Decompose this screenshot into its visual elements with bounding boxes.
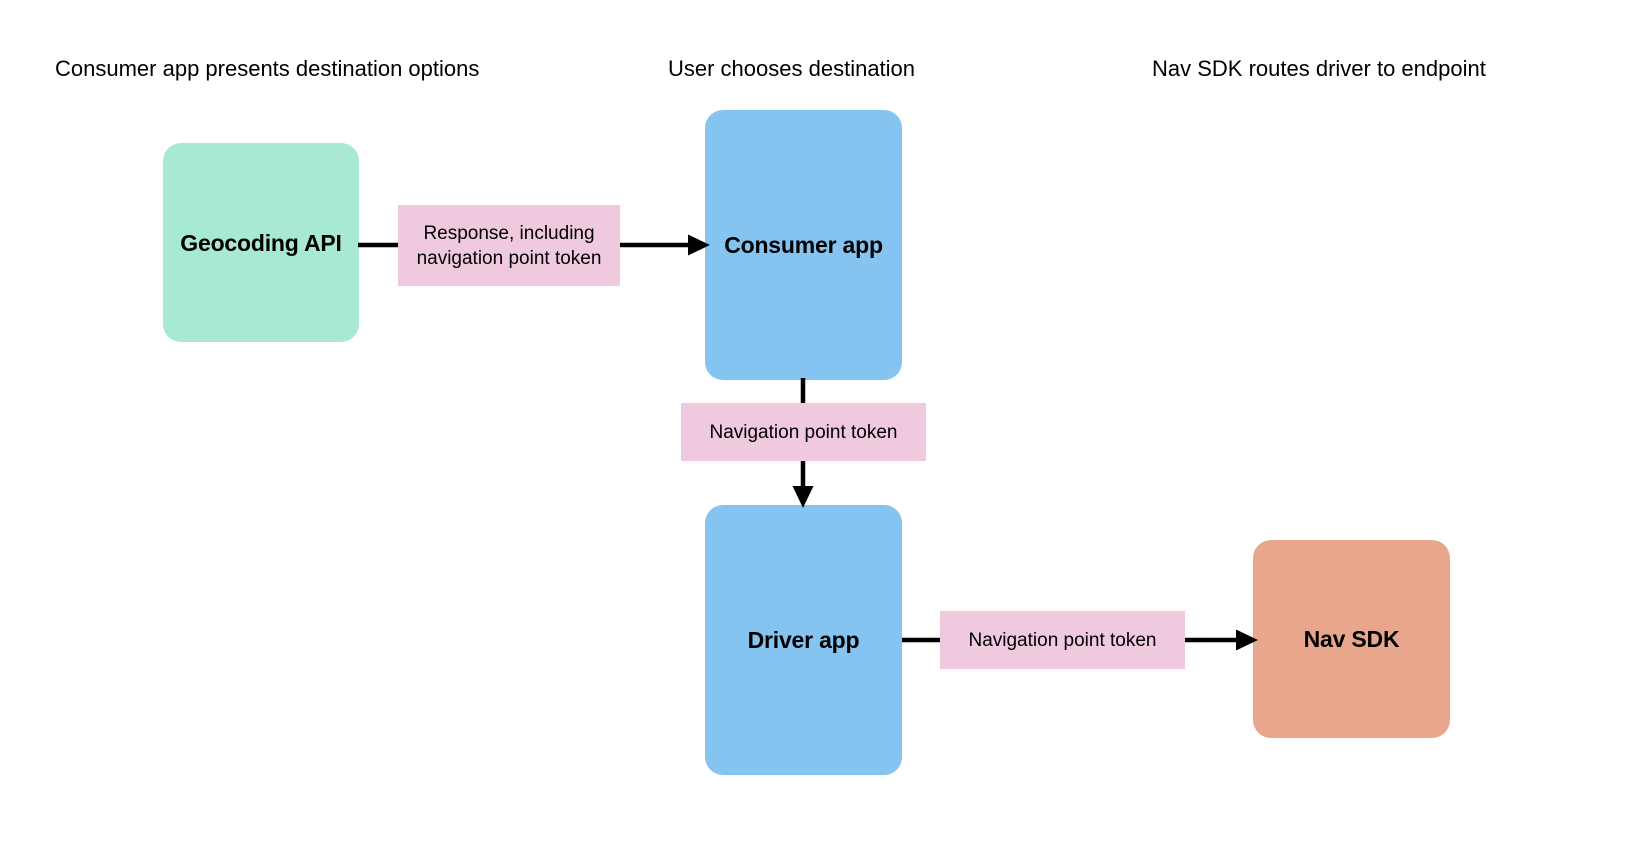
edge-label-response-text: Response, including navigation point tok… [416,222,602,269]
node-driver-app[interactable]: Driver app [705,505,902,775]
node-consumer-app-label: Consumer app [724,232,883,258]
edge-label-nav-token-text-2: Navigation point token [968,629,1157,651]
node-driver-app-label: Driver app [747,627,860,653]
edge-label-nav-token-text-1: Navigation point token [709,421,898,443]
node-geocoding-api-label: Geocoding API [180,229,342,256]
column-header-consumer-app: Consumer app presents destination option… [55,56,480,81]
node-consumer-app[interactable]: Consumer app [705,110,902,380]
node-geocoding-api[interactable]: Geocoding API [163,143,359,342]
node-nav-sdk[interactable]: Nav SDK [1253,540,1450,738]
edge-label-navigation-point-token-driver-navsdk: Navigation point token [940,611,1185,669]
node-nav-sdk-label: Nav SDK [1303,626,1400,652]
column-header-nav-sdk: Nav SDK routes driver to endpoint [1152,56,1486,81]
edge-label-response-navigation-point-token: Response, including navigation point tok… [398,205,620,286]
edge-label-navigation-point-token-consumer-driver: Navigation point token [681,403,926,461]
column-header-user-chooses: User chooses destination [668,56,916,81]
